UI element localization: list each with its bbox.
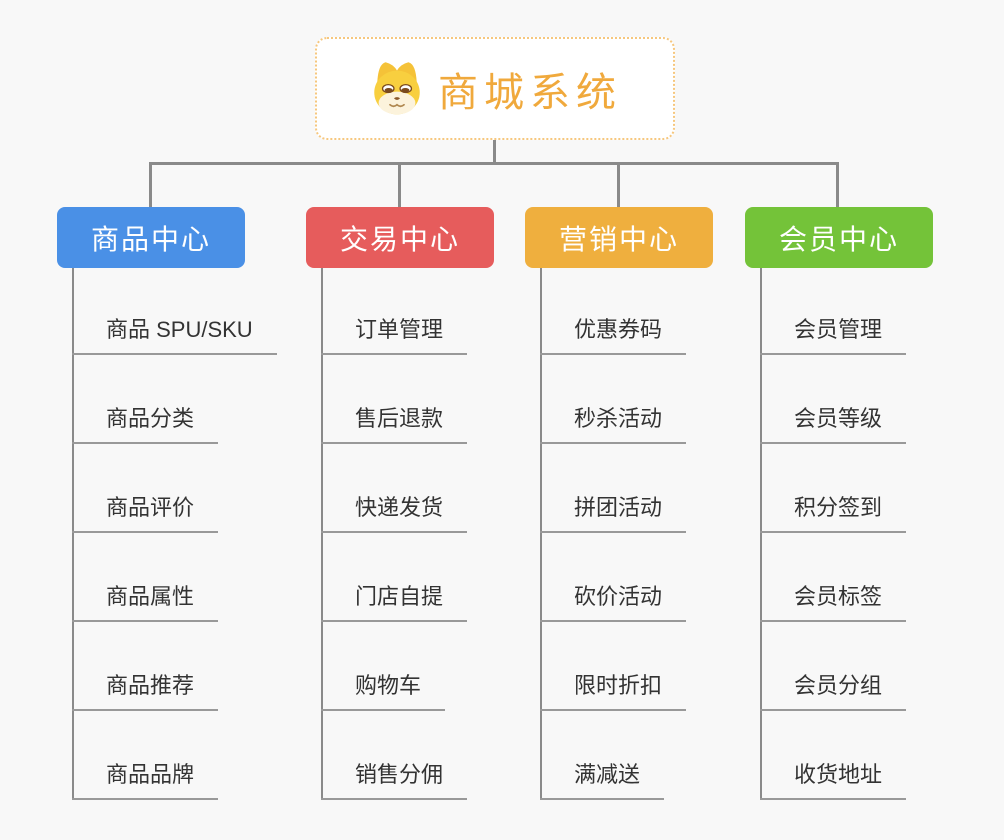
leaf-node[interactable]: 收货地址 [760,750,907,800]
connector-drop-3 [617,162,620,208]
leaf-node[interactable]: 秒杀活动 [540,394,687,444]
leaf-node[interactable]: 销售分佣 [321,750,468,800]
leaf-node[interactable]: 砍价活动 [540,572,687,622]
branch-tree-line [72,268,74,800]
leaf-node[interactable]: 商品 SPU/SKU [72,305,277,355]
leaf-node[interactable]: 商品推荐 [72,661,219,711]
leaf-node[interactable]: 会员分组 [760,661,907,711]
branch-trade-center: 交易中心 订单管理 售后退款 快递发货 门店自提 购物车 销售分佣 [306,207,494,800]
branch-header-marketing-center[interactable]: 营销中心 [525,207,713,268]
leaf-node[interactable]: 售后退款 [321,394,468,444]
leaf-node[interactable]: 门店自提 [321,572,468,622]
connector-drop-1 [149,162,152,208]
leaf-node[interactable]: 购物车 [321,661,446,711]
leaf-node[interactable]: 会员等级 [760,394,907,444]
leaf-node[interactable]: 订单管理 [321,305,468,355]
branch-product-center: 商品中心 商品 SPU/SKU 商品分类 商品评价 商品属性 商品推荐 商品品牌 [57,207,277,800]
leaf-node[interactable]: 会员管理 [760,305,907,355]
leaf-node[interactable]: 积分签到 [760,483,907,533]
connector-bus [149,162,839,165]
leaf-node[interactable]: 商品品牌 [72,750,219,800]
dog-face-icon [368,61,426,117]
leaf-node[interactable]: 满减送 [540,750,665,800]
branch-marketing-center: 营销中心 优惠券码 秒杀活动 拼团活动 砍价活动 限时折扣 满减送 [525,207,713,800]
connector-drop-2 [398,162,401,208]
connector-drop-4 [836,162,839,208]
branch-header-trade-center[interactable]: 交易中心 [306,207,494,268]
leaf-node[interactable]: 优惠券码 [540,305,687,355]
branch-header-member-center[interactable]: 会员中心 [745,207,933,268]
branch-member-center: 会员中心 会员管理 会员等级 积分签到 会员标签 会员分组 收货地址 [745,207,933,800]
leaf-node[interactable]: 限时折扣 [540,661,687,711]
connector-root-stub [493,140,496,163]
root-node[interactable]: 商城系统 [315,37,675,140]
leaf-node[interactable]: 商品属性 [72,572,219,622]
leaf-node[interactable]: 商品分类 [72,394,219,444]
branch-header-product-center[interactable]: 商品中心 [57,207,245,268]
branch-tree-line [760,268,762,800]
leaf-node[interactable]: 快递发货 [321,483,468,533]
leaf-node[interactable]: 商品评价 [72,483,219,533]
leaf-node[interactable]: 拼团活动 [540,483,687,533]
root-title: 商城系统 [438,70,622,115]
branch-tree-line [321,268,323,800]
branch-tree-line [540,268,542,800]
leaf-node[interactable]: 会员标签 [760,572,907,622]
